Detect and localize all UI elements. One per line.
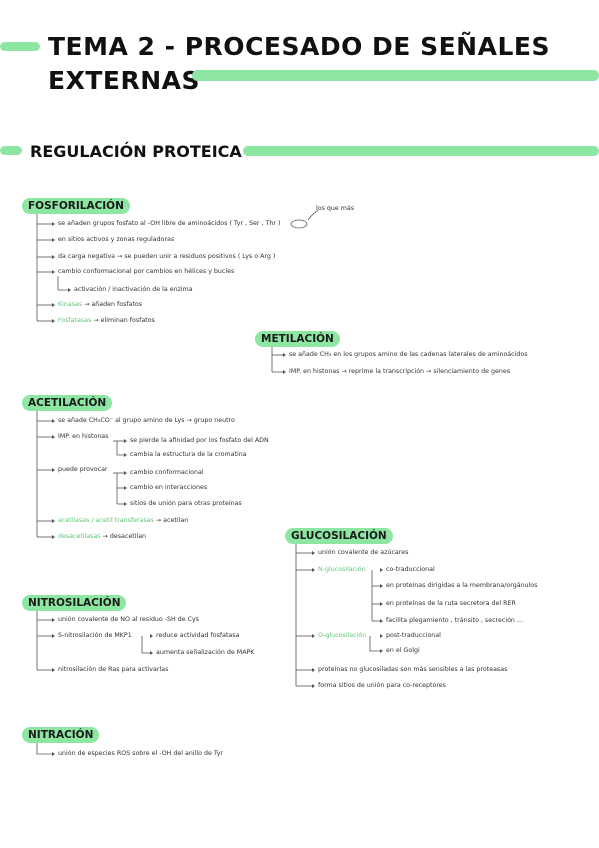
o-glucosilacion-item-1: post-traduccional bbox=[386, 632, 441, 639]
fosforilacion-item-5: activación / inactivación de la enzima bbox=[74, 286, 193, 293]
desacetilasas-row: desacetilasas → desacetilan bbox=[58, 533, 146, 541]
n-glucosilacion-item-4: facilita plegamiento , tránsito , secrec… bbox=[386, 617, 523, 624]
nitracion-tag: NITRACIÓN bbox=[22, 727, 100, 743]
n-glucosilacion-item-2: en proteínas dirigidas a la membrana/org… bbox=[386, 582, 538, 589]
nitrosilacion-s-label: S-nitrosilación de MKP1 bbox=[58, 632, 132, 639]
fosforilacion-item-4: cambio conformacional por cambios en hél… bbox=[58, 268, 235, 275]
acetilacion-puede-item-2: cambio en interacciones bbox=[130, 484, 208, 491]
n-glucosilacion-item-3: en proteínas de la ruta secretora del RE… bbox=[386, 600, 516, 607]
title-bar-left bbox=[0, 42, 40, 51]
fosfatasas-text: → eliminan fosfatos bbox=[93, 317, 155, 324]
desacetilasas-text: → desacetilan bbox=[102, 533, 147, 540]
kinasas-row: Kinasas → añaden fosfatos bbox=[58, 301, 142, 309]
glucosilacion-item-1: unión covalente de azúcares bbox=[318, 549, 409, 556]
acetilacion-imp-label: IMP. en histonas bbox=[58, 433, 109, 440]
acetilacion-puede-label: puede provocar bbox=[58, 466, 108, 473]
fosforilacion-item-2: en sitios activos y zonas reguladoras bbox=[58, 236, 175, 243]
title-bar-right bbox=[192, 70, 599, 81]
o-glucosilacion-label: O-glucosilación bbox=[318, 632, 367, 639]
section-title: REGULACIÓN PROTEICA bbox=[30, 142, 242, 161]
n-glucosilacion-item-1: co-traduccional bbox=[386, 566, 435, 573]
o-glucosilacion-item-2: en el Golgi bbox=[386, 647, 420, 654]
acetilacion-item-1: se añade CH₃CO⁻ al grupo amino de Lys → … bbox=[58, 417, 235, 424]
page-title-line1: TEMA 2 - PROCESADO DE SEÑALES bbox=[48, 32, 550, 61]
section-bar-left bbox=[0, 146, 22, 155]
fosfatasas-label: Fosfatasas bbox=[58, 317, 92, 324]
glucosilacion-item-end-1: proteínas no glucosiladas son más sensib… bbox=[318, 666, 508, 673]
acetilacion-imp-item-1: se pierde la afinidad por los fosfato de… bbox=[130, 437, 269, 444]
page-title-line2: EXTERNAS bbox=[48, 66, 201, 95]
fosforilacion-note: los que más bbox=[316, 205, 355, 212]
nitrosilacion-item-1: unión covalente de NO al residuo -SH de … bbox=[58, 616, 200, 623]
acetilasas-label: acetilasas / acetil transferasas bbox=[58, 517, 154, 524]
kinasas-label: Kinasas bbox=[58, 301, 83, 308]
metilacion-item-2: IMP. en histonas → reprime la transcripc… bbox=[289, 368, 511, 375]
acetilacion-tag: ACETILACIÓN bbox=[22, 395, 113, 411]
glucosilacion-tag: GLUCOSILACIÓN bbox=[285, 528, 393, 544]
kinasas-text: → añaden fosfatos bbox=[84, 301, 143, 308]
desacetilasas-label: desacetilasas bbox=[58, 533, 101, 540]
nitrosilacion-s-item-2: aumenta señalización de MAPK bbox=[156, 649, 255, 656]
fosforilacion-tag: FOSFORILACIÓN bbox=[22, 198, 130, 214]
metilacion-item-1: se añade CH₃ en los grupos amino de las … bbox=[289, 351, 528, 358]
acetilasas-text: → acetilan bbox=[155, 517, 189, 524]
nitrosilacion-s-item-1: reduce actividad fosfatasa bbox=[156, 632, 240, 639]
fosfatasas-row: Fosfatasas → eliminan fosfatos bbox=[58, 317, 155, 325]
metilacion-tag: METILACIÓN bbox=[255, 331, 340, 347]
acetilacion-puede-item-3: sitios de unión para otras proteínas bbox=[130, 500, 242, 507]
fosforilacion-item-1: se añaden grupos fosfato al -OH libre de… bbox=[58, 220, 281, 227]
nitrosilacion-item-3: nitrosilación de Ras para activarlas bbox=[58, 666, 169, 673]
n-glucosilacion-label: N-glucosilación bbox=[318, 566, 366, 573]
acetilasas-row: acetilasas / acetil transferasas → aceti… bbox=[58, 517, 188, 525]
glucosilacion-item-end-2: forma sitios de unión para co-receptores bbox=[318, 682, 446, 689]
fosforilacion-item-3: da carga negativa → se pueden unir a res… bbox=[58, 253, 276, 260]
nitrosilacion-tag: NITROSILACIÓN bbox=[22, 595, 127, 611]
section-bar-right bbox=[243, 146, 599, 156]
acetilacion-imp-item-2: cambia la estructura de la cromatina bbox=[130, 451, 247, 458]
acetilacion-puede-item-1: cambio conformacional bbox=[130, 469, 204, 476]
nitracion-item-1: unión de especies ROS sobre el -OH del a… bbox=[58, 750, 224, 757]
